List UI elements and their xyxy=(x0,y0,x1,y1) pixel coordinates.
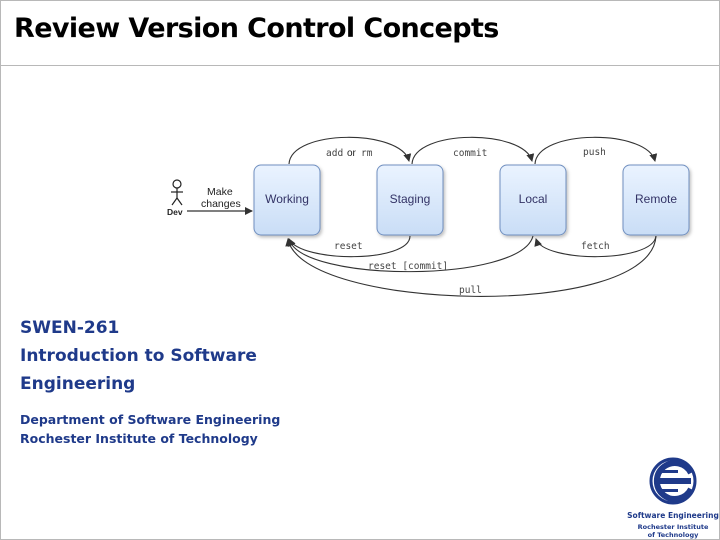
add-command-label: add xyxy=(326,148,343,159)
department-info: Department of Software Engineering Roche… xyxy=(20,410,280,448)
pull-arrow xyxy=(285,235,657,297)
commit-arrow xyxy=(411,136,535,165)
reset-commit-arrow xyxy=(287,235,534,273)
slide-title: Review Version Control Concepts xyxy=(14,13,499,44)
add-rm-arrow xyxy=(288,136,412,165)
dev-actor-icon xyxy=(171,179,183,206)
fetch-arrow xyxy=(534,235,657,258)
box-local-label: Local xyxy=(519,192,548,206)
version-control-diagram: Dev Make changes Working Staging Local R… xyxy=(167,136,690,297)
pull-label: pull xyxy=(459,285,482,296)
reset-label: reset xyxy=(334,241,363,252)
or-label: or xyxy=(347,148,357,159)
box-working: Working xyxy=(253,164,321,236)
box-staging-label: Staging xyxy=(390,192,431,206)
make-changes-line2: changes xyxy=(201,198,241,210)
department-line1: Department of Software Engineering xyxy=(20,412,281,427)
logo-text: Software Engineering Rochester Institute… xyxy=(627,511,719,539)
fetch-label: fetch xyxy=(581,241,610,252)
department-line2: Rochester Institute of Technology xyxy=(20,431,258,446)
box-remote-label: Remote xyxy=(635,192,677,206)
push-label: push xyxy=(583,147,606,158)
logo-line3: of Technology xyxy=(647,531,699,539)
rm-command-label: rm xyxy=(361,148,373,159)
logo-line2: Rochester Institute xyxy=(637,523,709,531)
make-changes-line1: Make xyxy=(207,186,233,198)
title-bar: Review Version Control Concepts xyxy=(1,1,719,66)
box-local: Local xyxy=(499,164,567,236)
push-arrow xyxy=(534,136,658,165)
logo-line1: Software Engineering xyxy=(627,511,719,520)
box-working-label: Working xyxy=(265,192,309,206)
dev-label: Dev xyxy=(167,207,183,217)
course-name-line1: Introduction to Software xyxy=(20,346,257,366)
course-code: SWEN-261 xyxy=(20,318,120,338)
reset-commit-label: reset [commit] xyxy=(368,261,448,272)
course-name-line2: Engineering xyxy=(20,374,136,394)
software-engineering-logo-icon xyxy=(649,457,697,505)
box-remote: Remote xyxy=(622,164,690,236)
course-info: SWEN-261 Introduction to Software Engine… xyxy=(20,314,257,398)
box-staging: Staging xyxy=(376,164,444,236)
reset-arrow xyxy=(288,235,411,258)
commit-label: commit xyxy=(453,148,487,159)
